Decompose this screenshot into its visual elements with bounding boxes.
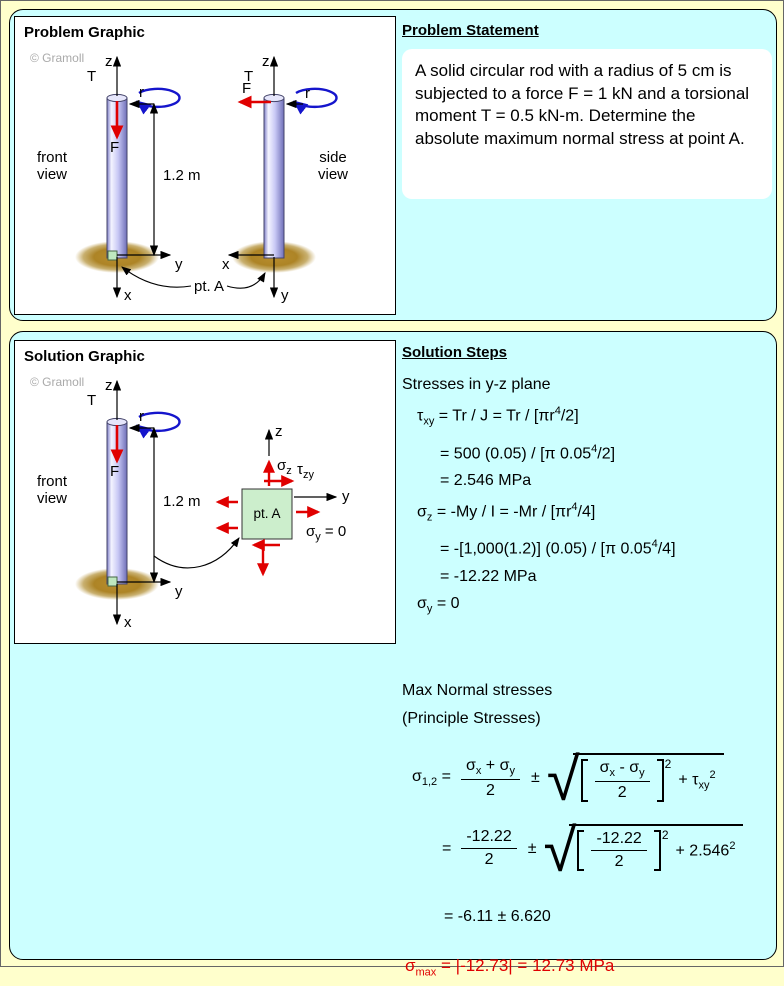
front-view-figure: z T F r 1.2 m y x front view [37,377,201,631]
torque-label: T [87,68,96,85]
sigma-z-label: σz [277,457,292,477]
formula-lhs: σ1,2 = [412,768,451,789]
max-normal-title: Max Normal stresses [402,681,553,699]
solution-step-line: = -[1,000(1.2)] (0.05) / [π 0.054/4] [440,538,676,558]
problem-statement-column: Problem Statement A solid circular rod w… [402,22,774,199]
radicand: σx - σy 2 2 + τxy2 [572,752,724,804]
sigma-y-zero-label: σy = 0 [306,523,346,543]
bracket-exponent: 2 [664,757,672,772]
front-view-label-1: front [37,473,68,490]
watermark: © Gramoll [30,375,84,389]
fraction: -12.22 2 [591,830,647,871]
solution-panel: Solution Graphic [9,331,777,978]
side-view-label-1: side [319,149,347,166]
principal-stress-formula: σ1,2 = σx + σy 2 ± √ σx - σy 2 2 [412,750,774,810]
watermark: © Gramoll [30,51,84,65]
bracket-exponent: 2 [661,827,669,842]
left-bracket [577,830,585,872]
point-a-label: pt. A [253,506,280,521]
y-label: y [175,256,183,273]
problem-graphic-box: Problem Graphic [14,16,396,315]
solution-step-line: τxy = Tr / J = Tr / [πr4/2] [417,405,579,428]
problem-graphic-title: Problem Graphic [24,24,145,41]
point-a-marker [107,250,118,261]
y-label: y [281,287,289,304]
y-label: y [342,488,350,505]
radius-label: r [139,408,144,425]
element-square [241,488,293,540]
front-view-label-2: view [37,166,67,183]
torque-label: T [87,392,96,409]
front-view-figure: z T F r 1.2 m y x front view [37,53,201,304]
z-label: z [105,53,113,70]
solution-step-line: σy = 0 [417,594,460,615]
solution-steps-title: Solution Steps [402,344,507,361]
point-a-leader-side [226,272,266,289]
z-label: z [275,423,283,440]
radius-label: r [305,85,310,102]
radicand: -12.22 2 2 + 2.5462 [569,824,744,873]
formula-lhs: = [442,839,452,857]
length-label: 1.2 m [163,493,201,510]
formula-tail: + τxy2 [678,769,716,792]
force-label: F [110,139,119,156]
plus-minus: ± [530,769,540,787]
tau-zy-label: τzy [297,461,314,481]
numeric-result-line: = -6.11 ± 6.620 [444,908,551,926]
solution-steps: Stresses in y-z plane τxy = Tr / J = Tr … [402,371,774,623]
problem-panel: Problem Graphic [9,9,777,321]
point-a-callout: pt. A [121,266,266,295]
solution-step-line: = 2.546 MPa [440,471,532,489]
y-label: y [175,583,183,600]
point-a-label: pt. A [194,278,224,295]
solution-graphic-box: Solution Graphic [14,340,396,644]
solution-graphic-title: Solution Graphic [24,348,145,365]
rod [263,97,285,259]
solution-step-line: = -12.22 MPa [440,567,537,585]
torque-arrow [293,87,338,115]
principal-stress-substitution: = -12.22 2 ± √ -12.22 2 2 [442,820,774,880]
fraction: -12.22 2 [461,828,517,869]
front-view-label-2: view [37,490,67,507]
square-root: √ -12.22 2 2 + 2.5462 [544,820,744,880]
side-view-figure: z T F r x y side view [222,53,348,304]
front-view-label-1: front [37,149,68,166]
radius-label: r [139,84,144,101]
problem-statement-text: A solid circular rod with a radius of 5 … [402,49,772,199]
torque-label: T [244,68,253,85]
force-label: F [242,80,251,97]
length-label: 1.2 m [163,167,201,184]
problem-statement-title: Problem Statement [402,22,539,39]
fraction: σx + σy 2 [460,757,520,800]
solution-step-line: = 500 (0.05) / [π 0.054/2] [440,442,616,462]
solution-step-line: σz = -My / I = -Mr / [πr4/4] [417,500,596,524]
problem-graphic-drawing: © Gramoll z T F r 1.2 m [30,51,348,304]
solution-step-line: Stresses in y-z plane [402,376,551,393]
left-bracket [580,758,588,803]
side-view-label-2: view [318,166,348,183]
point-a-marker [107,576,118,587]
force-label: F [110,463,119,480]
solution-graphic-drawing: © Gramoll z T F r 1.2 m [30,375,350,631]
x-label: x [124,614,132,631]
z-label: z [105,377,113,394]
final-answer-line: σmax = |-12.73| = 12.73 MPa [405,956,615,979]
z-label: z [262,53,270,70]
formula-tail: + 2.5462 [675,840,736,860]
plus-minus: ± [527,839,537,857]
element-leader [153,537,240,569]
right-bracket [656,758,664,803]
stress-element: pt. A z σz τzy y σy = 0 [153,423,350,577]
fraction: σx - σy 2 [594,759,650,802]
x-label: x [222,256,230,273]
point-a-leader-front [121,266,192,288]
x-label: x [124,287,132,304]
solution-steps-column: Solution Steps Stresses in y-z plane τxy… [402,344,774,986]
right-bracket [653,830,661,872]
principle-stress-subtitle: (Principle Stresses) [402,709,541,727]
square-root: √ σx - σy 2 2 + τxy2 [547,750,724,810]
